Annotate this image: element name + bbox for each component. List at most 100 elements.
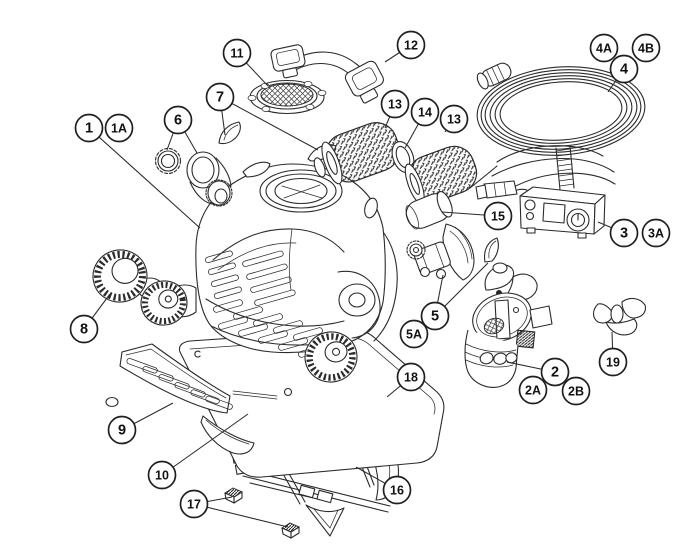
callout-label: 1: [85, 121, 93, 137]
callout-circle: [609, 54, 639, 84]
callout-label: 14: [418, 106, 432, 120]
callout-label: 3: [620, 226, 628, 242]
track-wheel-drawing: [92, 249, 148, 303]
callout-circle: [589, 33, 619, 63]
callout-circle: [382, 475, 412, 505]
callout-circle: [641, 218, 671, 248]
callout-circle: [74, 113, 104, 143]
callout-5: 5: [420, 301, 450, 331]
callout-circle: [598, 347, 628, 377]
callout-label: 9: [118, 423, 126, 439]
callout-3A: 3A: [641, 218, 671, 248]
callout-label: 1A: [111, 122, 127, 136]
callout-leader-10: [161, 413, 249, 476]
callout-circle: [420, 301, 450, 331]
callout-circle: [147, 460, 177, 490]
callout-circle: [483, 201, 513, 231]
callout-circle: [396, 30, 426, 60]
roller-drum-drawing: [405, 190, 453, 230]
callout-circle: [561, 376, 591, 406]
callout-3: 3: [609, 218, 639, 248]
callout-17: 17: [179, 489, 209, 519]
strainer-cover-drawing: [247, 79, 327, 115]
callout-circle: [104, 113, 134, 143]
body-shell-drawing: [136, 144, 398, 383]
callout-16: 16: [382, 475, 412, 505]
callout-circle: [380, 89, 410, 119]
callout-15: 15: [483, 201, 513, 231]
callout-label: 15: [491, 210, 505, 224]
callout-label: 13: [447, 113, 461, 127]
callout-circle: [518, 375, 548, 405]
cable-coil-drawing: [476, 62, 646, 156]
callout-circle: [107, 415, 137, 445]
callout-label: 7: [216, 90, 224, 106]
callout-circle: [163, 105, 193, 135]
callout-2: 2: [540, 357, 570, 387]
power-supply-drawing: [519, 186, 606, 239]
callout-11: 11: [222, 38, 252, 68]
callout-circle: [205, 82, 235, 112]
callout-4B: 4B: [631, 33, 661, 63]
callout-label: 2A: [525, 384, 541, 398]
callout-13: 13: [380, 89, 410, 119]
drive-motor-drawing: [406, 223, 499, 281]
callout-circle: [410, 97, 440, 127]
callout-label: 19: [606, 356, 620, 370]
callout-4A: 4A: [589, 33, 619, 63]
callout-circle: [631, 33, 661, 63]
brush-rollers-drawing: [313, 122, 478, 205]
callout-label: 16: [390, 484, 404, 498]
deflector-wedge-drawing: [218, 121, 241, 145]
callout-6: 6: [163, 105, 193, 135]
callout-label: 5: [431, 309, 439, 325]
callout-leader-1: [88, 127, 201, 229]
callout-9: 9: [107, 415, 137, 445]
callout-label: 4B: [638, 42, 654, 56]
callout-4: 4: [609, 54, 639, 84]
callout-label: 10: [155, 469, 169, 483]
callout-14: 14: [410, 97, 440, 127]
callout-circle: [69, 314, 99, 344]
cable-and-plug-drawing: [469, 145, 616, 200]
callout-label: 11: [230, 47, 243, 61]
callout-label: 13: [388, 98, 402, 112]
cap-ring-and-elbow-drawing: [154, 147, 233, 207]
callout-label: 12: [404, 39, 418, 53]
clips-drawing: [224, 487, 300, 539]
impeller-drawing: [592, 297, 646, 336]
callout-1A: 1A: [104, 113, 134, 143]
callout-circle: [179, 489, 209, 519]
callout-8: 8: [69, 314, 99, 344]
callout-label: 4: [620, 62, 628, 78]
callout-7: 7: [205, 82, 235, 112]
vent-panel-drawing: [105, 343, 233, 414]
callout-1: 1: [74, 113, 104, 143]
callout-leader-7: [219, 96, 319, 151]
pump-motor-drawing: [464, 262, 553, 388]
callout-2B: 2B: [561, 376, 591, 406]
callout-2A: 2A: [518, 375, 548, 405]
callout-circle: [540, 357, 570, 387]
handle-drawing: [270, 44, 384, 104]
callout-circles-layer: 1 1A 6 7 11 12 13 14 13 4A 4B 4 15 3 3A 8 5 5A 2 2A 2B 19 18 16…: [69, 30, 671, 519]
callout-label: 2: [551, 365, 559, 381]
callout-circle: [399, 319, 429, 349]
callout-circle: [439, 104, 469, 134]
callout-5A: 5A: [399, 319, 429, 349]
callout-label: 5A: [406, 328, 422, 342]
callout-label: 17: [187, 498, 201, 512]
callout-circle: [396, 362, 426, 392]
callout-10: 10: [147, 460, 177, 490]
callout-circle: [609, 218, 639, 248]
callout-label: 18: [404, 371, 418, 385]
callout-label: 8: [80, 322, 88, 338]
callout-leader-17: [193, 503, 289, 528]
callout-circle: [222, 38, 252, 68]
callout-label: 6: [174, 113, 182, 129]
callout-label: 4A: [596, 42, 612, 56]
callout-12: 12: [396, 30, 426, 60]
callout-18: 18: [396, 362, 426, 392]
